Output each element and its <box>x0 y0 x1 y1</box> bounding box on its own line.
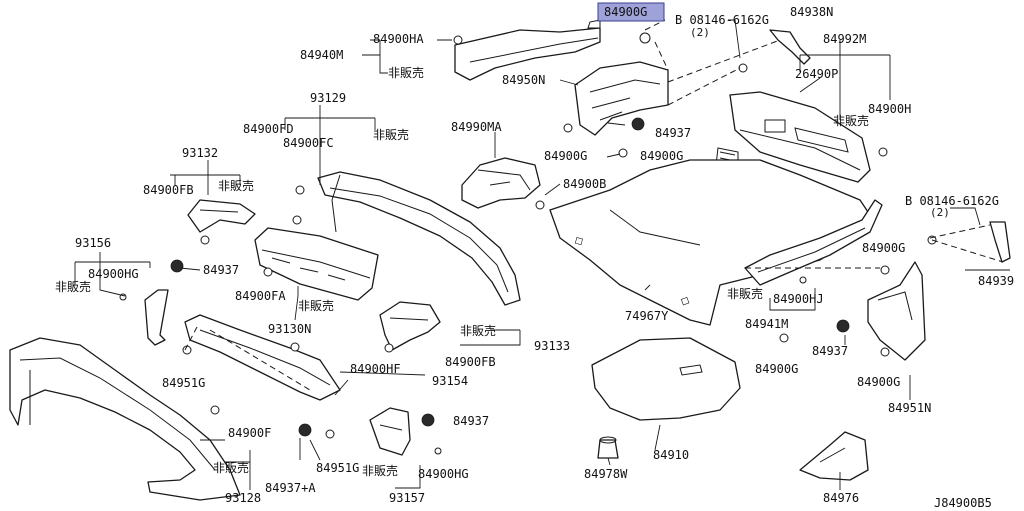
label-84976[interactable]: 84976 <box>823 491 859 505</box>
part-93156-shape[interactable] <box>144 289 169 346</box>
part-84939-shape[interactable] <box>989 221 1011 263</box>
label-84900FB-b[interactable]: 84900FB <box>445 355 496 369</box>
label-93128[interactable]: 93128 <box>225 491 261 505</box>
part-84976-shape[interactable] <box>799 431 869 481</box>
label-84937-b[interactable]: 84937 <box>203 263 239 277</box>
label-84900HG-a[interactable]: 84900HG <box>88 267 139 281</box>
label-hihanbai-3: 非販売 <box>373 127 409 142</box>
label-84910[interactable]: 84910 <box>653 448 689 462</box>
label-84939[interactable]: 84939 <box>978 274 1014 288</box>
label-93157[interactable]: 93157 <box>389 491 425 505</box>
part-74967Y-shape[interactable]: □ □ <box>549 159 871 326</box>
label-84951G-a[interactable]: 84951G <box>162 376 205 390</box>
label-hihanbai-7: 非販売 <box>727 286 763 301</box>
part-93130N-shape[interactable] <box>254 227 379 301</box>
label-hihanbai-5: 非販売 <box>55 279 91 294</box>
svg-text:□: □ <box>680 293 691 308</box>
label-84900G-c[interactable]: 84900G <box>862 241 905 255</box>
label-84900FC[interactable]: 84900FC <box>283 136 334 150</box>
part-93128-shape[interactable] <box>9 337 241 501</box>
label-93154[interactable]: 93154 <box>432 374 468 388</box>
label-84900F[interactable]: 84900F <box>228 426 271 440</box>
label-08146-right-qty: (2) <box>930 206 950 219</box>
label-08146-right[interactable]: B 08146-6162G <box>905 194 999 208</box>
label-84900G-a[interactable]: 84900G <box>544 149 587 163</box>
label-84978W[interactable]: 84978W <box>584 467 628 481</box>
label-26490P[interactable]: 26490P <box>795 67 838 81</box>
label-93133[interactable]: 93133 <box>534 339 570 353</box>
label-93132[interactable]: 93132 <box>182 146 218 160</box>
label-93129[interactable]: 93129 <box>310 91 346 105</box>
part-84978W-shape[interactable] <box>597 436 619 459</box>
part-84951N-shape[interactable] <box>867 261 926 361</box>
label-84941M[interactable]: 84941M <box>745 317 788 331</box>
label-84900FB-a[interactable]: 84900FB <box>143 183 194 197</box>
label-hihanbai-9: 非販売 <box>213 460 249 475</box>
highlight-84900G[interactable] <box>597 2 665 22</box>
label-84900HA[interactable]: 84900HA <box>373 32 424 46</box>
callout-labels: 84900G B 08146-6162G (2) 84938N 84992M 8… <box>55 5 1014 510</box>
part-84938N-shape[interactable] <box>769 29 811 65</box>
part-84910-shape[interactable] <box>591 337 741 421</box>
label-hihanbai-8: 非販売 <box>460 323 496 338</box>
label-08146-top[interactable]: B 08146-6162G <box>675 13 769 27</box>
label-hihanbai-10: 非販売 <box>362 463 398 478</box>
label-84938N[interactable]: 84938N <box>790 5 833 19</box>
part-84940M-shape[interactable] <box>454 19 601 81</box>
label-84950N[interactable]: 84950N <box>502 73 545 87</box>
leader-lines <box>74 19 1010 490</box>
label-hihanbai-4: 非販売 <box>218 178 254 193</box>
label-84951G-b[interactable]: 84951G <box>316 461 359 475</box>
label-hihanbai-2: 非販売 <box>833 113 869 128</box>
label-84951N[interactable]: 84951N <box>888 401 931 415</box>
label-84937-c[interactable]: 84937 <box>812 344 848 358</box>
reference-dashes <box>184 19 1004 391</box>
label-74967Y[interactable]: 74967Y <box>625 309 669 323</box>
label-08146-top-qty: (2) <box>690 26 710 39</box>
label-84900G-highlight[interactable]: 84900G <box>604 5 647 19</box>
part-84992M-shape[interactable] <box>715 91 871 183</box>
label-hihanbai-6: 非販売 <box>298 298 334 313</box>
part-84941M-shape[interactable] <box>744 199 883 286</box>
part-93132-shape[interactable] <box>187 199 256 233</box>
part-93133-shape[interactable] <box>379 301 441 351</box>
svg-text:□: □ <box>574 233 584 247</box>
label-84900H[interactable]: 84900H <box>868 102 911 116</box>
label-84900FA[interactable]: 84900FA <box>235 289 286 303</box>
label-84937-a[interactable]: 84937 <box>655 126 691 140</box>
label-hihanbai-1: 非販売 <box>388 65 424 80</box>
part-93157-shape[interactable] <box>369 407 411 456</box>
fastener-clips <box>119 32 937 455</box>
label-84900HF[interactable]: 84900HF <box>350 362 401 376</box>
footer-diagram-code: J84900B5 <box>934 496 992 510</box>
label-84937-d[interactable]: 84937 <box>453 414 489 428</box>
label-93156[interactable]: 93156 <box>75 236 111 250</box>
label-84937A[interactable]: 84937+A <box>265 481 316 495</box>
label-84900G-b[interactable]: 84900G <box>640 149 683 163</box>
label-84900HG-b[interactable]: 84900HG <box>418 467 469 481</box>
part-84950N-shape[interactable] <box>574 61 669 136</box>
label-84900G-d[interactable]: 84900G <box>755 362 798 376</box>
part-84990MA-shape[interactable] <box>461 157 541 209</box>
label-84900G-e[interactable]: 84900G <box>857 375 900 389</box>
label-84990MA[interactable]: 84990MA <box>451 120 502 134</box>
part-93154-shape[interactable] <box>184 314 341 401</box>
label-84940M[interactable]: 84940M <box>300 48 343 62</box>
label-84900FD[interactable]: 84900FD <box>243 122 294 136</box>
part-93129-shape[interactable] <box>317 171 521 306</box>
label-84992M[interactable]: 84992M <box>823 32 866 46</box>
label-93130N[interactable]: 93130N <box>268 322 311 336</box>
label-84900HJ[interactable]: 84900HJ <box>773 292 824 306</box>
label-84900B[interactable]: 84900B <box>563 177 606 191</box>
